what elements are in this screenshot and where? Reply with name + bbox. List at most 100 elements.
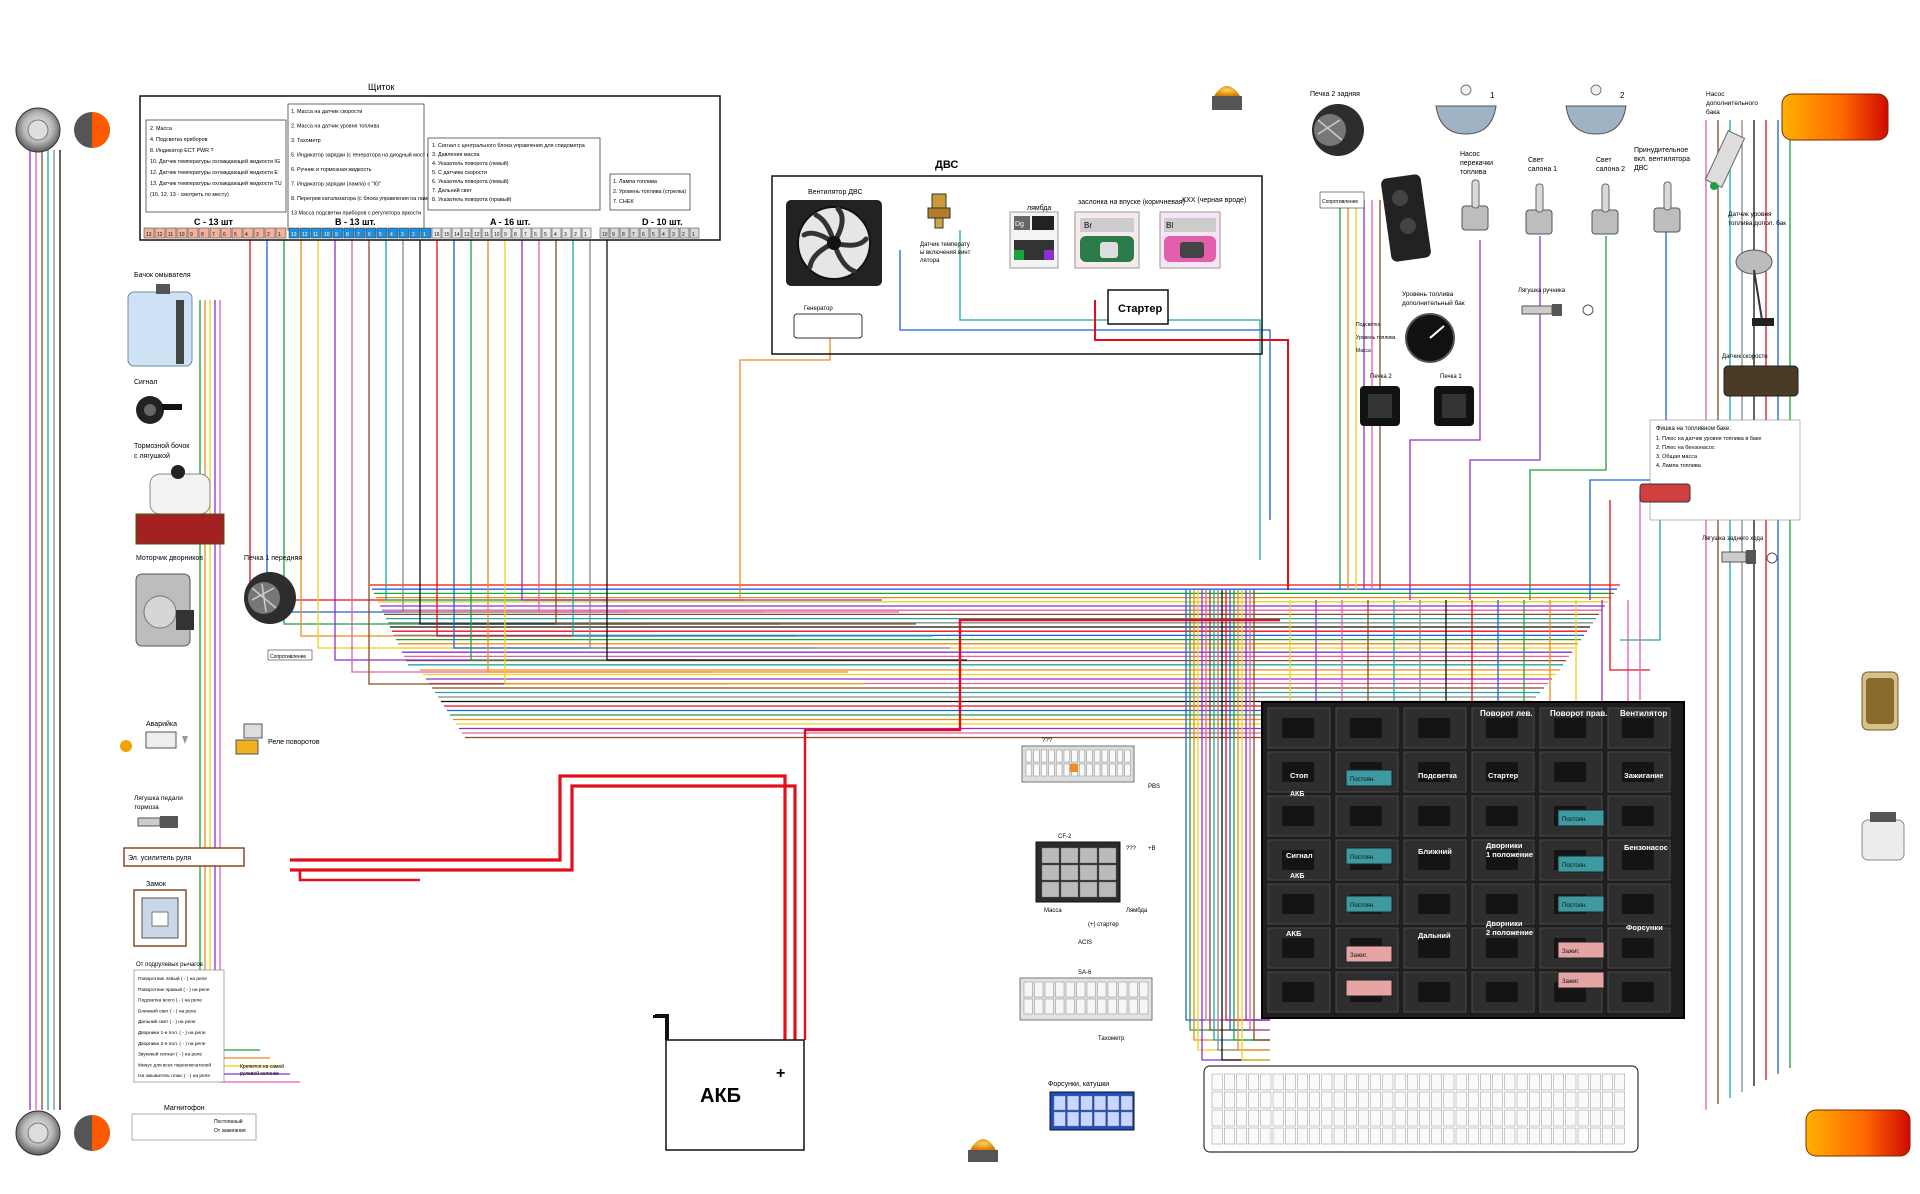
connector-pin	[481, 227, 492, 239]
panel-group3-line: 3. Давления масла	[432, 152, 479, 158]
connector-pin	[1118, 981, 1128, 998]
connector-pin	[1025, 763, 1032, 777]
power-steering-label: Эл. усилитель руля	[128, 855, 191, 862]
connector-pin	[1272, 1109, 1284, 1127]
wire	[219, 300, 300, 1083]
connector-pin-number: 7	[357, 232, 360, 238]
wire	[959, 230, 1261, 560]
connector-pin	[1044, 981, 1054, 998]
connector-pin	[1109, 749, 1116, 763]
connector-pin	[1504, 1073, 1516, 1091]
fuse-label: АКБ	[1290, 791, 1304, 798]
relay-socket-pin	[1418, 982, 1450, 1002]
connector-pin-number: 7	[524, 232, 527, 238]
connector-pin	[541, 227, 552, 239]
tank-row: 1. Плюс на датчик уровня топлива в баке	[1656, 436, 1761, 442]
wire	[317, 240, 678, 649]
panel-group2-line: 2. Масса на датчик уровня топлива	[291, 124, 379, 130]
fuse-label: Стоп	[1290, 771, 1308, 780]
temp-sensor-line: Датчик температу	[920, 242, 970, 248]
center-components: ??? PBS CF-2 ??? +B Масса Лямбда (+) ста…	[1019, 738, 1639, 1153]
wire	[589, 240, 950, 649]
connector-pin	[1065, 981, 1075, 998]
stalk-row: Поворотник левый ( - ) на реле	[138, 975, 207, 982]
connector-pin	[1480, 1073, 1491, 1091]
connector-pin	[1211, 1127, 1223, 1145]
connector-pin	[1260, 1127, 1272, 1145]
connector-pin	[1060, 847, 1079, 864]
panel-group1-line: 12. Датчик температуры охлаждающей жидко…	[150, 169, 278, 176]
relay-socket-pin	[1554, 762, 1586, 782]
connector-pin	[154, 227, 166, 239]
fuel-gauge-icon	[1405, 313, 1455, 363]
stalks-list: Поворотник левый ( - ) на релеПоворотник…	[138, 975, 211, 1079]
aux-level-sensor-icon	[1735, 249, 1774, 326]
toggle-switches	[1461, 179, 1681, 235]
connector-pin	[1098, 847, 1117, 864]
panel-group2-line: 5. Индикатор зарядки (с генератора на ди…	[291, 152, 455, 159]
connector-pin	[1614, 1109, 1625, 1127]
connector-pin-number: 3	[672, 232, 675, 238]
fuse-label: Стартер	[1488, 771, 1519, 780]
heater1-icon	[244, 572, 296, 624]
connector-pin	[1565, 1109, 1577, 1127]
radio-row: Постоянный	[214, 1118, 243, 1125]
connector-pin	[1492, 1127, 1503, 1145]
connector-pin	[1333, 1073, 1345, 1091]
right-components: Печка 2 задняя Сопротивление 1 2 Насоспе…	[1310, 84, 1911, 1157]
relay-socket-pin	[1622, 982, 1654, 1002]
connector-pin	[242, 227, 254, 239]
connector-pin	[220, 227, 232, 239]
connector-pin-number: 4	[662, 232, 665, 238]
fuel-level-line: дополнительный бак	[1402, 299, 1465, 307]
connector-pin	[1260, 1109, 1272, 1127]
connector-pin	[1053, 1095, 1066, 1111]
connector-pin	[531, 227, 542, 239]
connector-pin	[1272, 1127, 1284, 1145]
connector-pin	[1284, 1091, 1296, 1109]
fuse-post-label: Постоян.	[1350, 777, 1375, 783]
connector-pin-number: 3	[401, 232, 404, 238]
connector-pin	[1248, 1073, 1259, 1091]
connector-pin	[1139, 981, 1149, 998]
headlight-top-left-icon	[15, 107, 110, 153]
stalk-note-line: рулевой колонке	[240, 1070, 279, 1077]
connector-pin	[288, 227, 300, 239]
stalk-row: Дворники 2-е пол. ( - ) на реле	[138, 1041, 206, 1047]
battery-label: АКБ	[700, 1085, 741, 1107]
power-steering-box	[123, 847, 245, 867]
connector-pin-number: 7	[212, 232, 215, 238]
connector-pin	[501, 227, 512, 239]
connector-pin	[1025, 749, 1032, 763]
battery-box	[665, 1039, 805, 1151]
connector-q1-label: ???	[1042, 738, 1053, 744]
connector-pin	[1086, 998, 1096, 1015]
connector-pin-number: 6	[368, 232, 371, 238]
wire	[1253, 590, 1270, 1041]
connector-pin	[471, 227, 482, 239]
connector-pin-number: 1	[423, 232, 426, 238]
connector-pin	[1223, 1091, 1235, 1109]
connector-pin-number: 2	[412, 232, 415, 238]
connector-pin	[1033, 763, 1040, 777]
connector-pin	[1223, 1073, 1235, 1091]
gauge-row: Подсветка	[1356, 322, 1380, 328]
wire	[1589, 232, 1667, 600]
cf2-connector-icon	[1035, 841, 1121, 903]
panel-group3-line: 8. Указатель поворота (правый)	[432, 196, 512, 203]
wire	[487, 240, 848, 673]
horn-icon	[136, 396, 182, 424]
connector-pin	[1419, 1109, 1430, 1127]
connector-pin-number: 15	[444, 232, 450, 238]
connector-pin	[1211, 1091, 1223, 1109]
fuse-zazh-label: Зажиг.	[1562, 979, 1580, 985]
cigarette-lighter-icon	[1381, 174, 1431, 262]
connector-pin	[1528, 1091, 1540, 1109]
connector-pin-number: 10	[494, 232, 500, 238]
connector-pin-number: 6	[223, 232, 226, 238]
turn-relay-label: Реле поворотов	[268, 739, 320, 746]
relay-socket-pin	[1486, 938, 1518, 958]
